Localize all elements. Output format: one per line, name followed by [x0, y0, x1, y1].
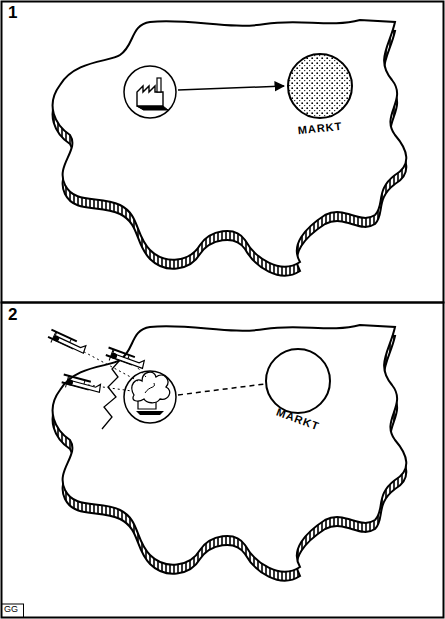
market-circle: MARKT — [276, 52, 364, 134]
market-outline — [276, 52, 364, 120]
panel-number: 1 — [8, 4, 17, 21]
signature: GG — [4, 605, 18, 614]
market-circle: MARKT — [254, 347, 342, 425]
panel-number: 2 — [8, 306, 17, 323]
market-outline — [254, 347, 342, 415]
